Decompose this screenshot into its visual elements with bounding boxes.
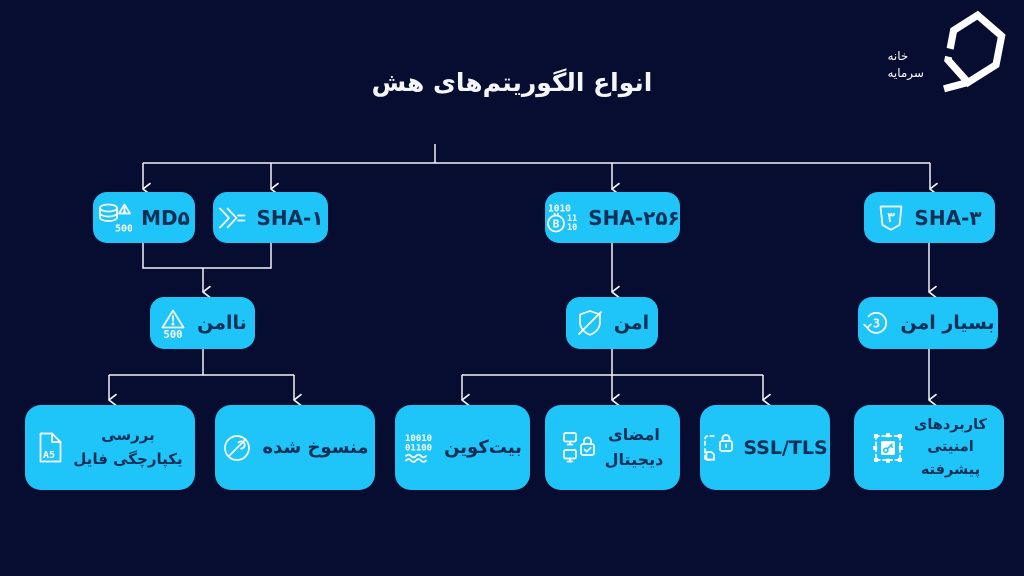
node-label: امن <box>613 312 650 334</box>
node-label-line2: یکپارچگی فایل <box>73 449 183 468</box>
khane-sarmaye-logo: خانه سرمایه <box>887 10 1008 94</box>
svg-text:10: 10 <box>567 223 577 233</box>
svg-text:10010: 10010 <box>405 434 432 444</box>
binary-wave-icon: 10010 01100 <box>405 434 432 463</box>
node-digital-signature: امضای دیجیتال <box>545 405 680 490</box>
node-md5: 500 MD۵ <box>93 192 195 243</box>
node-label: کاربردهای امنیتی پیشرفته <box>914 414 987 481</box>
devices-lock-icon <box>562 432 595 463</box>
node-label: ناامن <box>197 312 247 334</box>
shield-slash-icon <box>577 310 602 336</box>
node-label: امضای دیجیتال <box>605 423 664 473</box>
file-a5-icon: A5 <box>40 432 62 463</box>
svg-text:01100: 01100 <box>405 444 432 454</box>
node-very-secure: 3 بسیار امن <box>858 297 998 349</box>
shield-3-icon: ۳ <box>880 205 903 231</box>
node-advanced-security: کاربردهای امنیتی پیشرفته <box>854 405 1004 490</box>
hash-chevrons-icon <box>219 207 246 228</box>
node-label-line1: امضای <box>608 424 660 444</box>
page-title: انواع الگوریتم‌های هش <box>371 68 653 97</box>
svg-text:3: 3 <box>873 317 880 331</box>
node-label: بررسی یکپارچگی فایل <box>73 424 182 471</box>
node-label: منسوخ شده <box>262 437 369 458</box>
logo-word-2: سرمایه <box>887 65 924 80</box>
logo-wordmark: خانه سرمایه <box>887 49 924 80</box>
node-label: SHA-۲۵۶ <box>588 205 680 230</box>
house-logo-icon <box>941 10 1006 93</box>
node-secure: امن <box>566 297 658 349</box>
warning-500-icon: 500 <box>161 309 185 339</box>
svg-text:B: B <box>553 217 560 230</box>
svg-text:11: 11 <box>567 214 577 224</box>
node-deprecated: منسوخ شده <box>215 405 375 490</box>
svg-text:1010: 1010 <box>548 203 571 214</box>
node-label: SHA-۱ <box>256 205 324 230</box>
node-label: MD۵ <box>141 205 190 230</box>
rotate-3-icon: 3 <box>863 312 888 334</box>
node-insecure: 500 ناامن <box>150 297 255 349</box>
node-file-integrity: A5 بررسی یکپارچگی فایل <box>25 405 195 490</box>
node-label-line1: بررسی <box>101 426 155 445</box>
database-warning-icon: 500 <box>99 203 132 234</box>
binary-bitcoin-icon: 1010 11 10 B <box>547 203 577 233</box>
node-label-line2: امنیتی <box>927 439 974 456</box>
node-sha1: SHA-۱ <box>213 192 328 243</box>
node-sha3: ۳ SHA-۳ <box>864 192 995 243</box>
svg-text:A5: A5 <box>43 450 55 461</box>
node-label: بسیار امن <box>900 312 995 334</box>
svg-text:500: 500 <box>164 329 183 339</box>
logo-word-1: خانه <box>887 49 909 64</box>
node-label: SHA-۳ <box>914 205 982 230</box>
node-label: SSL/TLS <box>743 436 828 459</box>
key-selection-icon <box>873 432 903 463</box>
node-label-line2: دیجیتال <box>604 449 664 469</box>
node-label-line1: کاربردهای <box>914 416 987 433</box>
node-label-line3: پیشرفته <box>920 461 981 478</box>
node-bitcoin: 10010 01100 بیت‌کوین <box>395 405 530 490</box>
node-sha256: 1010 11 10 B SHA-۲۵۶ <box>545 192 680 243</box>
svg-text:500: 500 <box>115 224 132 234</box>
svg-text:۳: ۳ <box>888 211 896 226</box>
certificate-lock-icon <box>704 433 734 461</box>
ban-icon <box>224 434 251 461</box>
node-ssl-tls: SSL/TLS <box>700 405 830 490</box>
node-label: بیت‌کوین <box>444 437 522 458</box>
